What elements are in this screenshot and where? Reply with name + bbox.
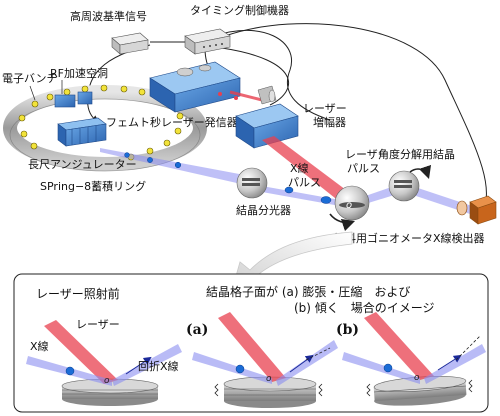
crystal-splitter [236, 167, 268, 199]
hf-signal-label: 高周波基準信号 [70, 9, 147, 23]
xray-detector [456, 195, 497, 225]
storage-ring [3, 85, 207, 172]
rf-cavity [54, 91, 93, 108]
laser-pulse-label-2: パルス [347, 162, 380, 175]
laser-beam-upper [218, 90, 263, 102]
xray-detector-label: X線検出器 [433, 231, 485, 245]
inset-before-title: レーザー照射前 [36, 286, 120, 301]
inset-panel-b: o [342, 312, 486, 406]
svg-text:o: o [104, 376, 110, 386]
goniometer-label: 試料用ゴニオメータ [334, 231, 433, 245]
xray-pulses [124, 152, 332, 204]
panel-b-label: (b) [336, 322, 359, 338]
svg-text:o: o [346, 200, 352, 211]
svg-text:o: o [266, 374, 272, 384]
inset-heading-line1: 結晶格子面が (a) 膨張・圧縮 および [206, 284, 410, 299]
crystal-splitter-label: 結晶分光器 [236, 203, 291, 217]
angle-analyzer-crystal [388, 164, 432, 202]
laser-pulse-label-1: レーザー [345, 148, 389, 161]
xray-pulse-label-1: X線 [290, 161, 309, 175]
inset-before-panel: o [26, 320, 182, 406]
electron-bunch-label: 電子バンチ [2, 72, 58, 85]
inset-xray-label: X線 [30, 339, 49, 353]
undulator-label: 長尺アンジュレーター [28, 158, 137, 171]
undulator [57, 117, 107, 147]
timing-device-box [184, 28, 231, 55]
storage-ring-label: SPring−8蓄積リング [40, 179, 146, 193]
laser-amp-label-2: 増幅器 [313, 116, 346, 129]
hf-signal-box [111, 32, 149, 55]
angle-crystal-label: 角度分解用結晶 [378, 147, 455, 161]
rf-cavity-label: RF加速空洞 [50, 66, 108, 80]
laser-amp-label-1: レーザー [303, 102, 347, 115]
xray-pulse-label-2: パルス [288, 176, 321, 189]
svg-text:o: o [414, 373, 420, 383]
sample-goniometer: o [329, 185, 370, 232]
signal-cables [87, 23, 488, 216]
inset-diffracted-label: 回折X線 [138, 359, 179, 373]
panel-a-label: (a) [186, 322, 208, 338]
inset-laser-label: レーザー [76, 318, 120, 331]
inset-heading-line2: (b) 傾く 場合のイメージ [294, 300, 435, 315]
inset-panel-a: o [192, 312, 338, 408]
laser-beam-to-sample [262, 136, 354, 202]
femto-laser-label: フェムト秒レーザー発信器 [106, 115, 238, 129]
femto-laser-oscillator [149, 61, 241, 113]
timing-device-label: タイミング制御機器 [190, 3, 289, 17]
optics-mirror [257, 85, 277, 105]
